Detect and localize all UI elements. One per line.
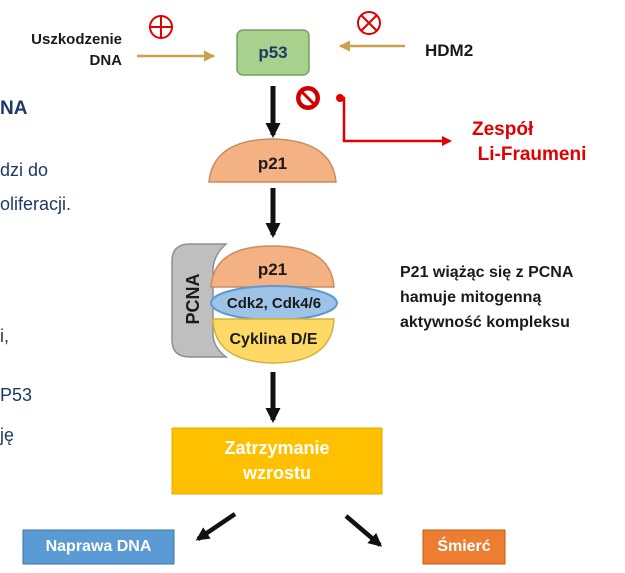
death-box <box>422 529 506 565</box>
left-fragment-3: oliferacji. <box>0 194 72 214</box>
pcna-label: PCNA <box>182 273 203 325</box>
p53-label: p53 <box>258 42 288 62</box>
arrest-label: Zatrzymanie wzrostu <box>172 436 382 486</box>
pcna-clamp <box>171 243 229 358</box>
cyclin-label: Cyklina D/E <box>229 331 318 348</box>
p21-label: p21 <box>257 154 288 173</box>
p53-box <box>236 29 310 76</box>
cdk-label: Cdk2, Cdk4/6 <box>226 294 322 312</box>
arrest-label-line1: Zatrzymanie <box>224 438 330 458</box>
death-label: Śmierć <box>437 538 491 555</box>
pcna-note-line3: aktywność kompleksu <box>400 314 570 331</box>
complex-p21-shape <box>210 245 335 288</box>
damage-label: Uszkodzenie DNA <box>4 29 122 71</box>
damage-label-line1: Uszkodzenie <box>31 31 122 48</box>
damage-label-line2: DNA <box>89 52 123 69</box>
complex-p21-label: p21 <box>257 260 288 279</box>
arrest-to-repair-arrow <box>195 512 237 541</box>
syndrome-arrow <box>340 96 452 146</box>
left-fragment-2: dzi do <box>0 160 49 180</box>
left-fragment-5: P53 <box>0 385 33 405</box>
prohibition-icon <box>296 86 320 110</box>
p21-shape <box>208 138 337 183</box>
repair-box <box>22 529 175 565</box>
hdm2-label: HDM2 <box>425 41 474 60</box>
cyclin-shape <box>212 318 335 364</box>
cross-circle-icon <box>357 11 381 35</box>
repair-label: Naprawa DNA <box>45 538 152 555</box>
arrest-to-death-arrow <box>344 514 383 547</box>
pcna-note-line1: P21 wiążąc się z PCNA <box>400 264 574 281</box>
syndrome-label: Zespół Li-Fraumeni <box>462 117 602 167</box>
left-fragment-1: NA <box>0 98 28 119</box>
plus-circle-icon <box>149 15 173 39</box>
left-fragment-6: ję <box>0 425 15 445</box>
pcna-note-line2: hamuje mitogenną <box>400 289 542 306</box>
arrest-box <box>171 427 383 495</box>
pcna-note: P21 wiążąc się z PCNA hamuje mitogenną a… <box>400 260 573 335</box>
syndrome-label-line2: Li-Fraumeni <box>477 144 587 165</box>
arrest-label-line2: wzrostu <box>242 463 311 483</box>
syndrome-label-line1: Zespół <box>472 119 534 140</box>
left-fragment-4: i, <box>0 326 9 346</box>
